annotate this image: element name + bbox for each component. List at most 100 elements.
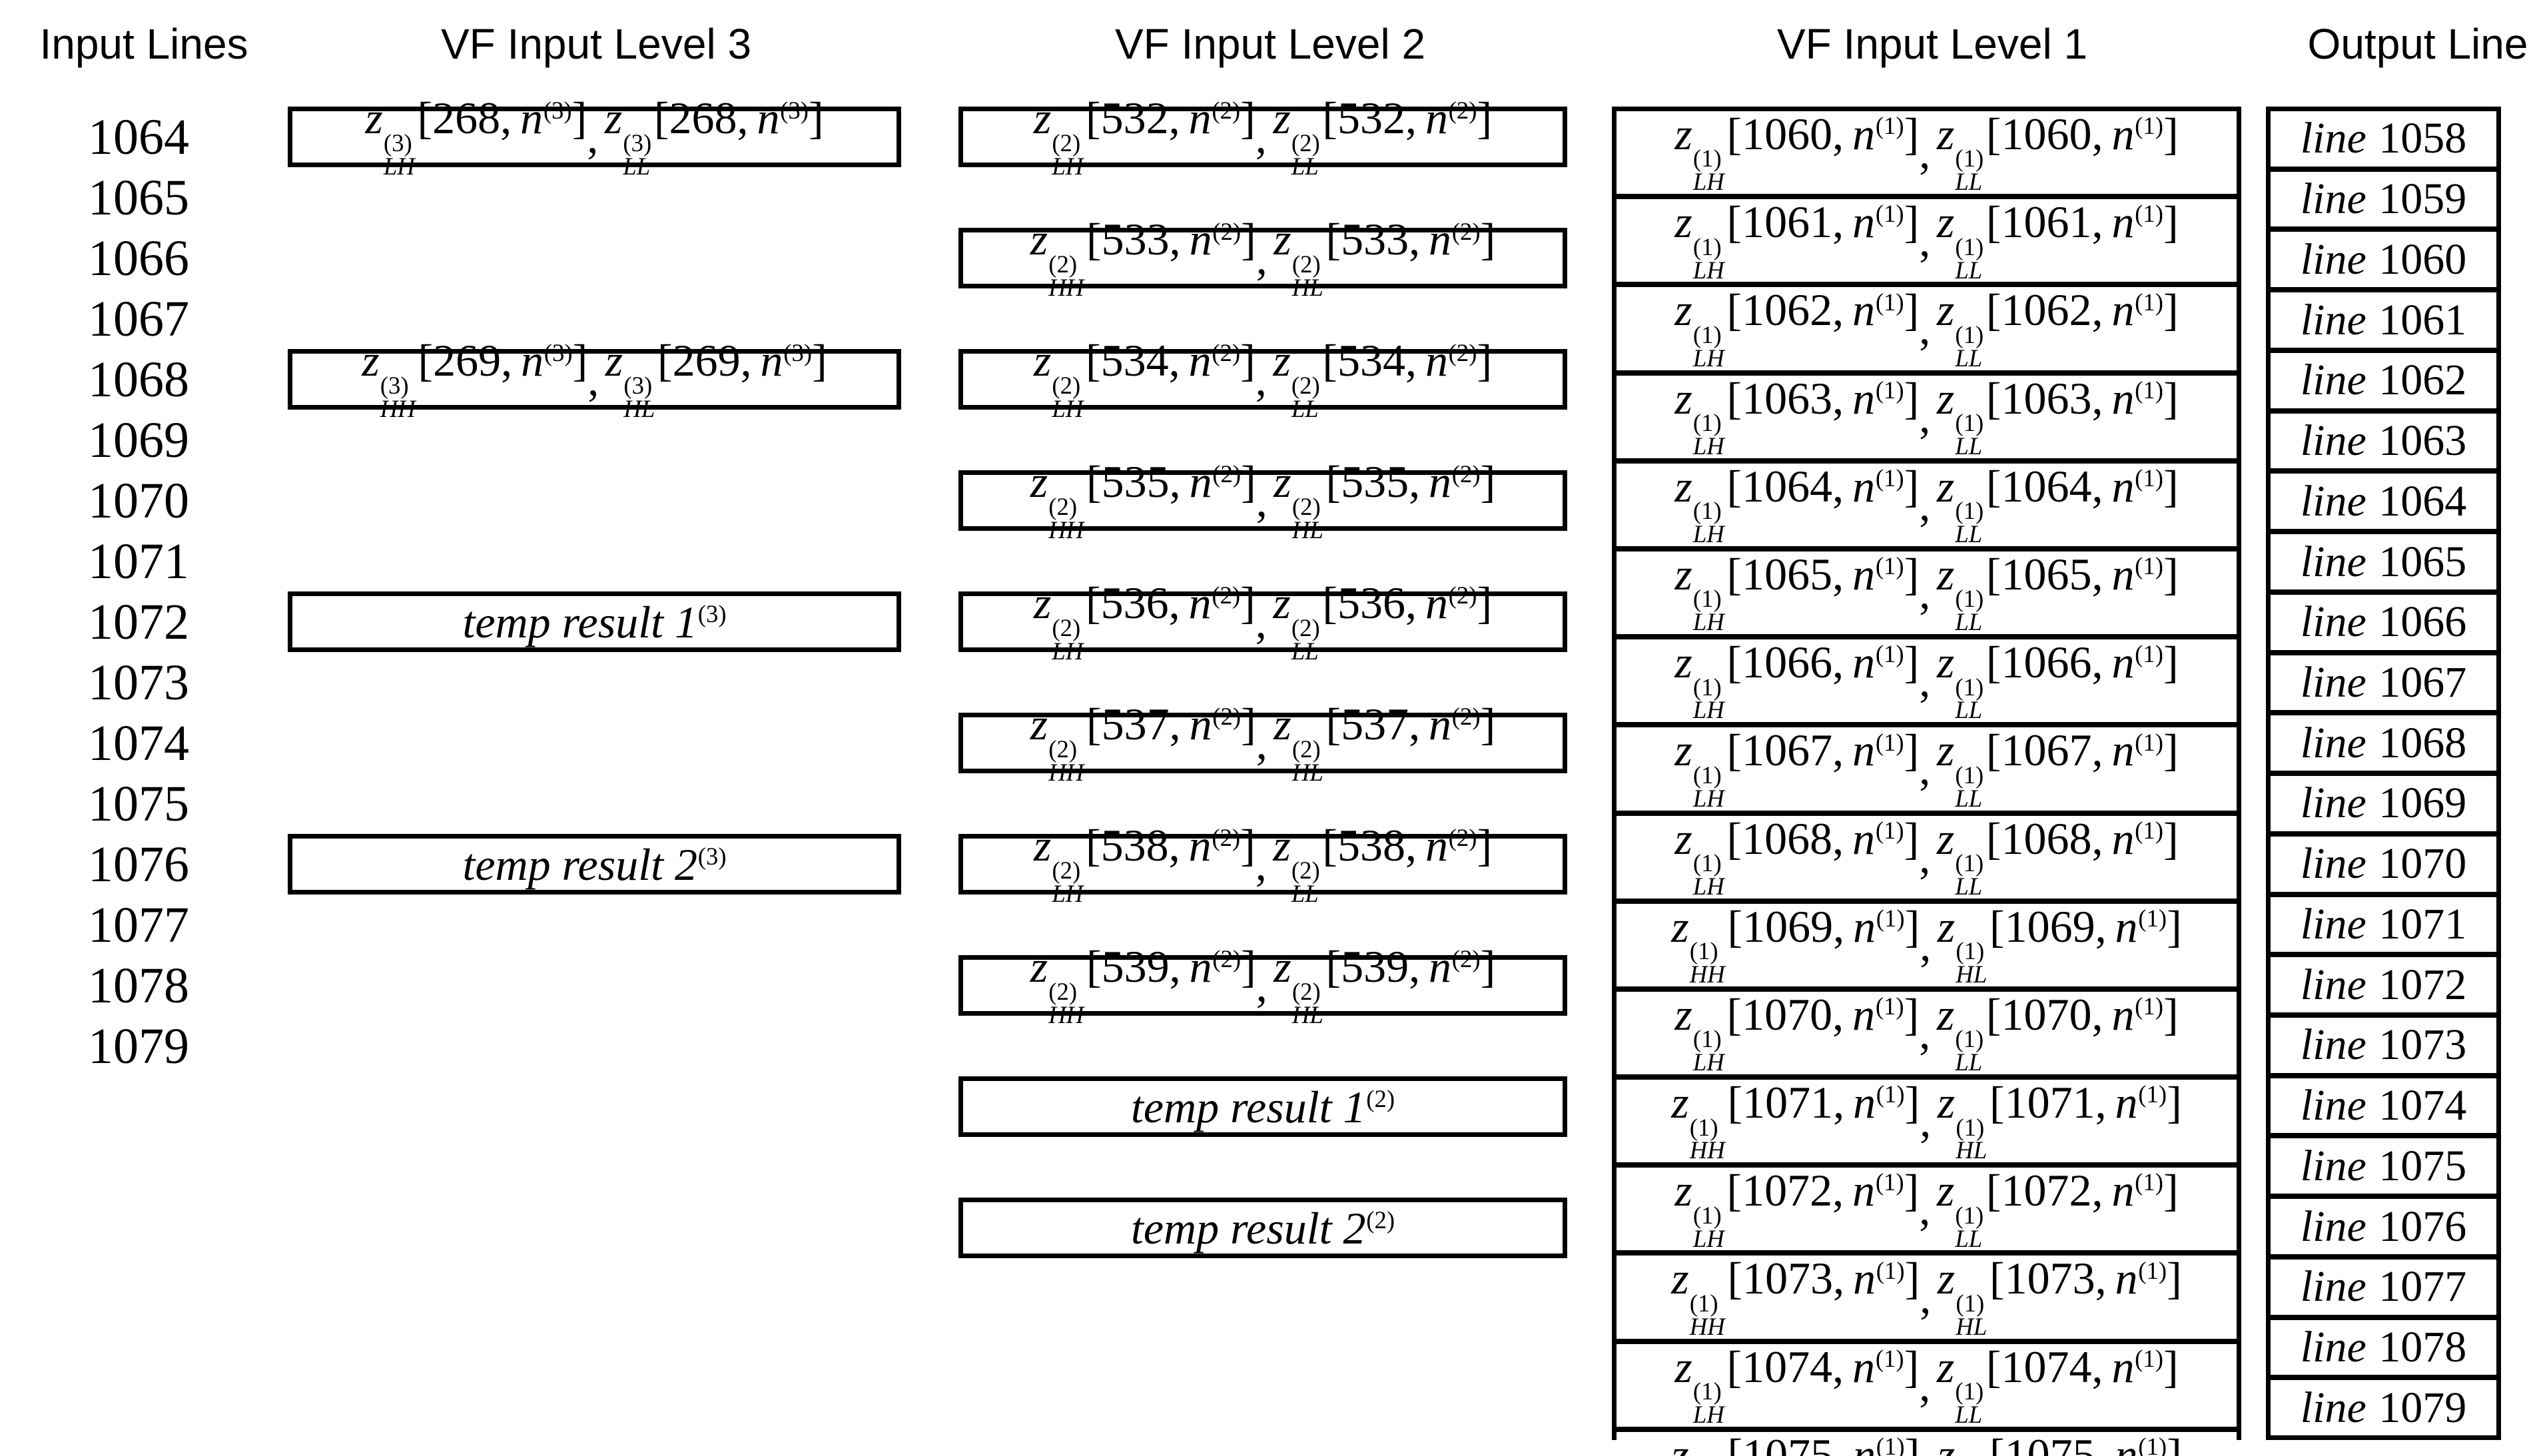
close-bracket: ]	[1904, 284, 1920, 336]
n-superscript: (3)	[543, 96, 572, 124]
input-line-number: 1079	[88, 1018, 189, 1074]
z-symbol: z	[1273, 820, 1291, 871]
subband-subscript: LL	[1291, 879, 1319, 907]
subband-subscript: LL	[1955, 608, 1983, 636]
subband-subscript: HH	[1048, 273, 1084, 301]
level-superscript: (1)	[1955, 673, 1984, 701]
subband-subscript: LL	[1955, 1224, 1983, 1252]
input-line-number: 1069	[88, 412, 189, 468]
term-separator: ,	[1256, 475, 1268, 526]
comma: ,	[2095, 1253, 2107, 1304]
level-superscript: (1)	[1955, 145, 1984, 173]
n-symbol: n	[1188, 577, 1212, 629]
z-symbol: z	[1033, 577, 1052, 629]
open-bracket: [	[1986, 1165, 2001, 1216]
wavelet-term: z(1)LL[1060,n(1)]	[1937, 111, 2179, 194]
sample-index: 1063	[2001, 372, 2092, 424]
sample-index: 534	[1337, 335, 1406, 386]
subband-subscript: HL	[1956, 960, 1988, 988]
line-number: 1072	[2378, 960, 2467, 1009]
comma: ,	[1832, 284, 1844, 336]
subband-subscript: LH	[1692, 520, 1724, 548]
z-symbol: z	[1674, 725, 1692, 776]
level-superscript: (1)	[1955, 497, 1984, 525]
level-superscript: (1)	[1955, 761, 1984, 789]
wavelet-term: z(2)HH[539,n(2)]	[1030, 944, 1256, 1026]
subband-subscript: HL	[1956, 1312, 1988, 1340]
wavelet-term: z(2)LL[538,n(2)]	[1273, 823, 1492, 905]
n-superscript: (1)	[2135, 464, 2163, 492]
sample-index: 1061	[1742, 196, 1833, 248]
subband-subscript: HH	[1689, 1312, 1725, 1340]
close-bracket: ]	[2163, 725, 2179, 776]
close-bracket: ]	[1477, 577, 1493, 629]
line-word: line	[2300, 476, 2366, 526]
z-symbol: z	[1936, 1165, 1955, 1216]
close-bracket: ]	[571, 93, 587, 144]
n-symbol: n	[1852, 548, 1876, 599]
z-scripts: (1)LL	[1955, 1027, 1984, 1074]
n-symbol: n	[1425, 335, 1448, 386]
comma: ,	[1168, 93, 1180, 144]
line-number: 1062	[2378, 356, 2467, 405]
n-superscript: (1)	[1875, 640, 1904, 668]
line-word: line	[2300, 899, 2366, 948]
level-superscript: (2)	[1048, 492, 1078, 520]
n-symbol: n	[1189, 941, 1212, 992]
z-scripts: (1)HH	[1690, 1115, 1725, 1163]
sample-index: 1063	[1742, 372, 1833, 424]
subband-subscript: LH	[1692, 1224, 1724, 1252]
z-symbol: z	[1674, 372, 1692, 424]
comma: ,	[1168, 335, 1180, 386]
z-symbol: z	[1273, 335, 1291, 386]
z-symbol: z	[1671, 901, 1689, 952]
wavelet-term: z(1)LH[1060,n(1)]	[1674, 111, 1919, 194]
z-symbol: z	[1936, 109, 1955, 159]
subband-subscript: LH	[1692, 256, 1724, 284]
term-separator: ,	[1919, 303, 1931, 354]
sample-index: 1070	[1742, 988, 1833, 1040]
wavelet-term: z(2)LH[532,n(2)]	[1034, 95, 1256, 178]
line-word: line	[2300, 537, 2366, 586]
comma: ,	[2091, 1165, 2103, 1216]
z-scripts: (1)LL	[1955, 322, 1984, 370]
n-superscript: (2)	[1212, 96, 1241, 124]
subband-subscript: LL	[1955, 432, 1983, 460]
level-superscript: (2)	[1048, 977, 1078, 1005]
subband-subscript: LL	[1955, 696, 1983, 724]
open-bracket: [	[1986, 548, 2001, 599]
open-bracket: [	[1989, 1429, 2005, 1456]
wavelet-term: z(1)LH[1070,n(1)]	[1674, 992, 1919, 1074]
n-symbol: n	[1429, 699, 1452, 750]
vf-box: z(2)HH[537,n(2)], z(2)HL[537,n(2)]	[958, 701, 1567, 785]
open-bracket: [	[1726, 1165, 1742, 1216]
z-symbol: z	[1936, 988, 1955, 1040]
level-superscript: (1)	[1692, 673, 1722, 701]
open-bracket: [	[1986, 637, 2001, 688]
z-symbol: z	[1674, 284, 1692, 336]
level-superscript: (3)	[623, 129, 652, 157]
open-bracket: [	[418, 335, 434, 386]
n-symbol: n	[1189, 214, 1212, 265]
n-superscript: (3)	[780, 96, 809, 124]
comma: ,	[1409, 214, 1421, 265]
sample-index: 539	[1101, 941, 1170, 992]
n-symbol: n	[520, 93, 544, 144]
temp-result-label: temp result 2(2)	[1131, 1206, 1395, 1251]
vf-cell: z(1)HH[1071,n(1)], z(1)HL[1071,n(1)]	[1617, 1080, 2237, 1168]
line-word: line	[2300, 657, 2366, 707]
open-bracket: [	[1726, 372, 1742, 424]
z-scripts: (1)LL	[1955, 234, 1984, 282]
z-scripts: (1)LH	[1692, 234, 1724, 284]
header-input-lines: Input Lines	[39, 20, 248, 68]
level-superscript: (2)	[1291, 250, 1321, 278]
line-number: 1067	[2378, 657, 2467, 707]
comma: ,	[1168, 820, 1180, 871]
level-superscript: (1)	[1956, 1113, 1985, 1141]
open-bracket: [	[1727, 901, 1743, 952]
open-bracket: [	[1986, 1341, 2001, 1392]
subband-subscript: LH	[1692, 784, 1724, 812]
open-bracket: [	[1086, 93, 1101, 144]
